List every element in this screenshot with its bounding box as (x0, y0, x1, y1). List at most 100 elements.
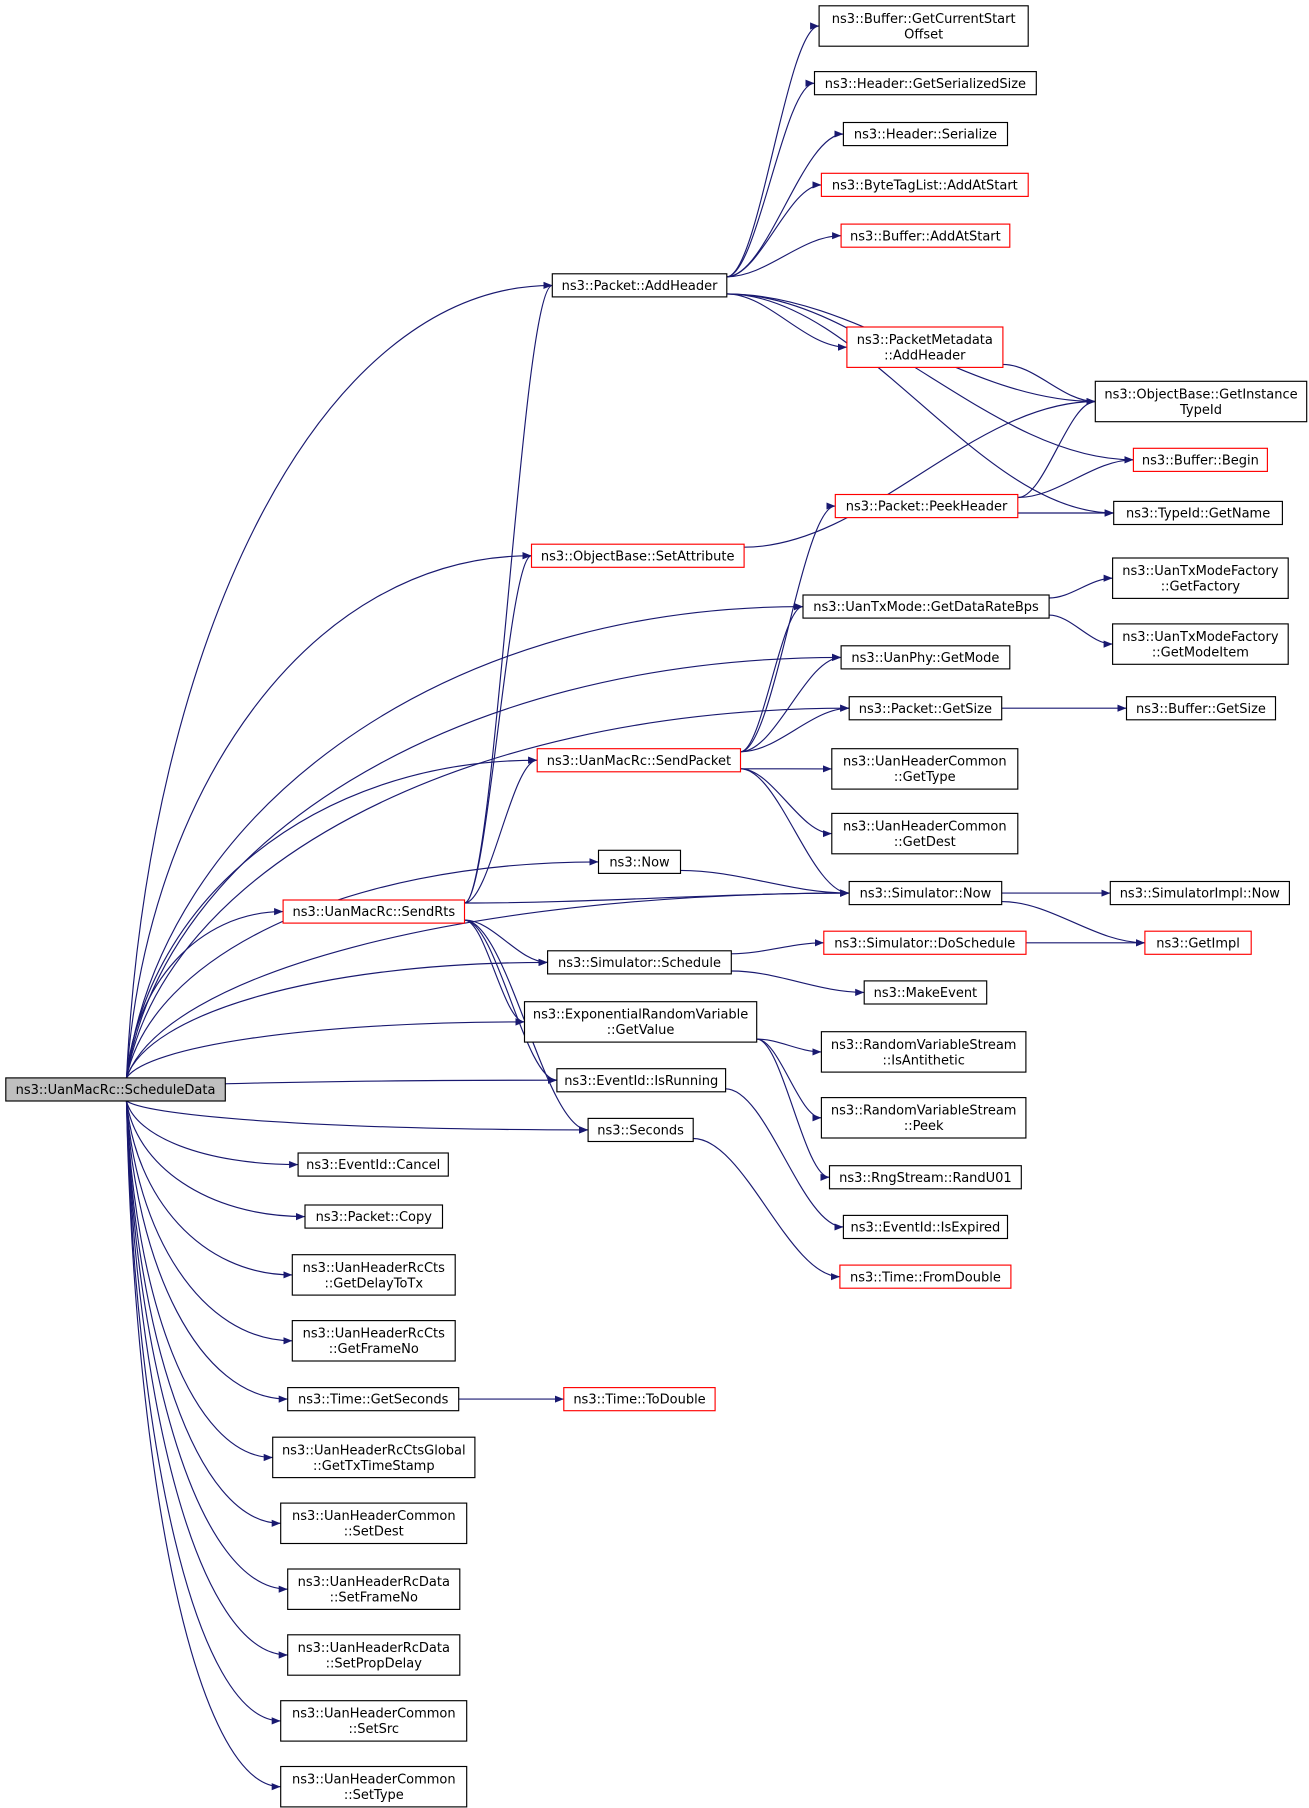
function-node[interactable]: ns3::ByteTagList::AddAtStart (820, 172, 1029, 197)
call-edge (464, 919, 557, 1084)
node-box (547, 950, 732, 975)
call-edge (464, 919, 548, 966)
node-box (1112, 557, 1289, 599)
call-edge (680, 869, 850, 897)
node-box (802, 594, 1050, 619)
node-label: ::GetDelayToTx (325, 1276, 424, 1291)
node-label: ns3::Buffer::GetSize (1136, 702, 1266, 717)
call-edge (125, 1100, 281, 1791)
function-node[interactable]: ns3::Simulator::Now (848, 880, 1003, 906)
node-label: ns3::ObjectBase::SetAttribute (541, 549, 735, 564)
node-label: ns3::Buffer::GetCurrentStart (832, 12, 1016, 27)
node-label: ns3::UanHeaderCommon (292, 1773, 456, 1788)
function-node[interactable]: ns3::Simulator::Schedule (547, 950, 732, 975)
function-node[interactable]: ns3::Buffer::Begin (1132, 447, 1268, 472)
call-edge (125, 653, 842, 1078)
node-box (1125, 696, 1277, 721)
function-node[interactable]: ns3::Time::GetSeconds (287, 1387, 460, 1412)
call-edge (125, 908, 284, 1078)
function-node[interactable]: ns3::UanTxModeFactory::GetModeItem (1112, 623, 1289, 665)
function-node[interactable]: ns3::GetImpl (1144, 930, 1252, 955)
function-node[interactable]: ns3::UanTxModeFactory::GetFactory (1112, 557, 1289, 599)
call-edge (740, 704, 850, 753)
function-node[interactable]: ns3::UanHeaderRcData::SetFrameNo (287, 1568, 461, 1610)
node-box (1094, 380, 1308, 423)
call-edge (125, 603, 804, 1078)
function-node[interactable]: ns3::Header::Serialize (842, 121, 1009, 147)
call-nodes: ns3::UanMacRc::ScheduleData ns3::Buffer::… (5, 5, 1308, 1808)
call-edge (125, 1100, 306, 1221)
function-node[interactable]: ns3::EventId::IsExpired (842, 1214, 1009, 1240)
call-edge (464, 756, 538, 904)
function-node[interactable]: ns3::UanHeaderRcCts::GetFrameNo (291, 1320, 456, 1362)
function-node[interactable]: ns3::Header::GetSerializedSize (813, 71, 1037, 96)
call-edge (125, 1100, 288, 1593)
function-node[interactable]: ns3::UanHeaderRcCtsGlobal::GetTxTimeStam… (272, 1436, 476, 1479)
function-node[interactable]: ns3::ExponentialRandomVariable::GetValue (523, 1001, 758, 1043)
function-node[interactable]: ns3::UanHeaderCommon::GetType (831, 748, 1019, 790)
call-edge (731, 939, 824, 955)
function-node[interactable]: ns3::RandomVariableStream::Peek (820, 1097, 1027, 1139)
function-node[interactable]: ns3::Buffer::AddAtStart (840, 223, 1011, 248)
function-node[interactable]: ns3::Packet::GetSize (848, 696, 1003, 721)
call-edge (125, 1100, 288, 1403)
node-label: ns3::Buffer::Begin (1142, 453, 1259, 468)
call-edge (726, 293, 847, 351)
function-node[interactable]: ns3::Buffer::GetSize (1125, 696, 1277, 721)
call-edge (725, 1088, 844, 1231)
call-edge (464, 919, 525, 1026)
function-node[interactable]: ns3::Packet::AddHeader (551, 273, 728, 298)
function-node[interactable]: ns3::RngStream::RandU01 (828, 1165, 1022, 1190)
node-label: ns3::Packet::PeekHeader (846, 500, 1008, 515)
function-node[interactable]: ns3::Seconds (587, 1117, 694, 1143)
function-node[interactable]: ns3::EventId::Cancel (297, 1152, 449, 1177)
node-box (282, 899, 466, 924)
function-node[interactable]: ns3::Now (597, 849, 682, 874)
node-box (297, 1152, 449, 1177)
node-box (834, 493, 1019, 519)
function-node[interactable]: ns3::UanHeaderRcData::SetPropDelay (287, 1634, 461, 1676)
node-box (551, 273, 728, 298)
node-box (1144, 930, 1252, 955)
node-box (272, 1436, 476, 1479)
function-node[interactable]: ns3::UanHeaderCommon::SetSrc (280, 1700, 468, 1742)
call-edge (125, 1100, 281, 1527)
call-edge (756, 1038, 830, 1181)
call-edge (125, 958, 548, 1079)
node-label: ::GetDest (894, 835, 956, 850)
function-node[interactable]: ns3::EventId::IsRunning (556, 1068, 727, 1093)
function-node[interactable]: ns3::UanPhy::GetMode (840, 645, 1011, 670)
function-node[interactable]: ns3::ObjectBase::SetAttribute (530, 543, 745, 568)
function-node[interactable]: ns3::PacketMetadata::AddHeader (846, 326, 1004, 368)
function-node[interactable]: ns3::UanHeaderCommon::SetDest (280, 1502, 468, 1545)
call-edge (740, 653, 842, 753)
node-box (587, 1117, 694, 1143)
function-node[interactable]: ns3::SimulatorImpl::Now (1109, 880, 1290, 906)
function-node[interactable]: ns3::Time::FromDouble (839, 1264, 1012, 1289)
function-node[interactable]: ns3::MakeEvent (863, 980, 988, 1005)
call-edge (740, 603, 804, 753)
function-node[interactable]: ns3::Packet::PeekHeader (834, 493, 1019, 519)
function-node[interactable]: ns3::RandomVariableStream::IsAntithetic (820, 1031, 1027, 1073)
function-node[interactable]: ns3::UanTxMode::GetDataRateBps (802, 594, 1050, 619)
node-label: ::SetPropDelay (326, 1656, 423, 1671)
function-node[interactable]: ns3::UanMacRc::ScheduleData (5, 1077, 226, 1102)
function-node[interactable]: ns3::Time::ToDouble (563, 1387, 716, 1412)
node-box (863, 980, 988, 1005)
function-node[interactable]: ns3::UanHeaderCommon::SetType (280, 1765, 468, 1808)
function-node[interactable]: ns3::UanHeaderCommon::GetDest (831, 812, 1019, 855)
node-label: ::GetFactory (1161, 580, 1241, 595)
function-node[interactable]: ns3::UanMacRc::SendPacket (536, 748, 742, 773)
node-label: ns3::Simulator::Schedule (558, 956, 721, 971)
call-edge (756, 1038, 822, 1122)
call-edge (693, 1137, 840, 1281)
function-node[interactable]: ns3::UanHeaderRcCts::GetDelayToTx (291, 1254, 456, 1296)
function-node[interactable]: ns3::Packet::Copy (304, 1204, 444, 1229)
function-node[interactable]: ns3::Simulator::DoSchedule (823, 930, 1027, 955)
function-node[interactable]: ns3::TypeId::GetName (1113, 500, 1283, 526)
call-edge (1048, 574, 1113, 599)
function-node[interactable]: ns3::UanMacRc::SendRts (282, 899, 466, 924)
node-label: ns3::ByteTagList::AddAtStart (832, 179, 1018, 194)
